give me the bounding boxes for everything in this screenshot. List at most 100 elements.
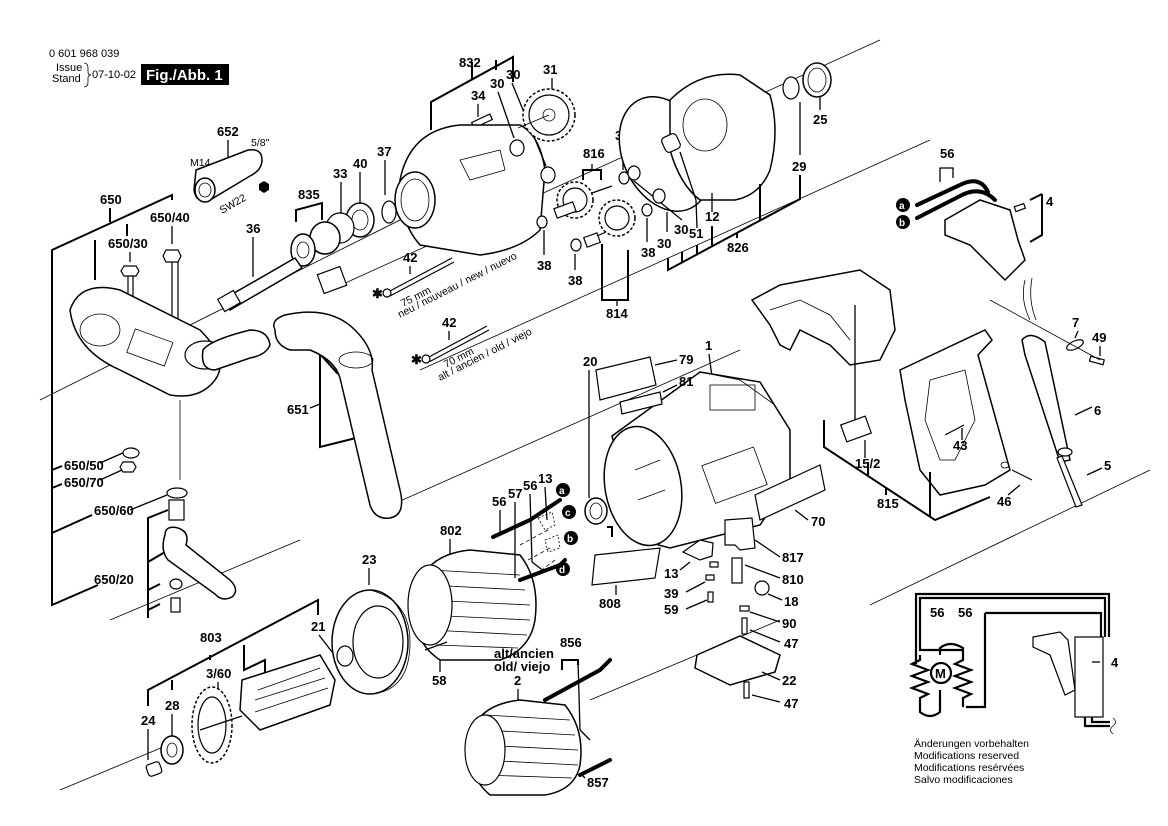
label-57: 57 xyxy=(508,486,522,501)
figure-label: Fig./Abb. 1 xyxy=(146,67,223,84)
label-42-new: 42 xyxy=(403,250,417,265)
label-650-40: 650/40 xyxy=(150,210,190,225)
label-38d: 38 xyxy=(641,245,655,260)
label-651: 651 xyxy=(287,402,309,417)
label-1: 1 xyxy=(705,338,712,353)
cable-guard: 7 49 6 5 xyxy=(989,299,1111,508)
marker-a-2: a xyxy=(559,486,565,497)
label-51: 51 xyxy=(689,226,703,241)
label-30a: 30 xyxy=(490,76,504,91)
size-label: 5/8" xyxy=(251,137,270,149)
label-plate-808 xyxy=(591,547,661,586)
stand-label: Stand xyxy=(52,73,81,85)
label-4: 4 xyxy=(1046,194,1054,209)
wrench-size-label: SW22 xyxy=(218,192,249,217)
field-coil-left-icon xyxy=(908,655,932,700)
marker-d-icon xyxy=(556,562,570,576)
marker-d: d xyxy=(559,565,565,576)
note-fr: Modifications resérvées xyxy=(914,762,1024,774)
label-826: 826 xyxy=(727,240,749,255)
label-814: 814 xyxy=(606,306,628,321)
label-817: 817 xyxy=(782,550,804,565)
marker-b-2: b xyxy=(567,534,573,545)
label-650-60: 650/60 xyxy=(94,503,134,518)
field-coil-right-icon xyxy=(951,655,975,707)
part-number: 0 601 968 039 xyxy=(49,48,119,60)
label-815: 815 xyxy=(877,496,899,511)
label-43: 43 xyxy=(953,438,967,453)
housing-815: 15/2 43 46 815 xyxy=(750,269,1033,522)
note-es: Salvo modificaciones xyxy=(914,774,1013,786)
label-30d: 30 xyxy=(657,236,671,251)
label-810: 810 xyxy=(782,572,804,587)
marker-b-icon xyxy=(896,215,910,229)
label-31: 31 xyxy=(543,62,557,77)
motor-icon xyxy=(929,661,953,685)
label-20: 20 xyxy=(583,354,597,369)
label-650: 650 xyxy=(100,192,122,207)
label-81: 81 xyxy=(679,374,693,389)
marker-b: b xyxy=(899,218,905,229)
label-23: 23 xyxy=(362,552,376,567)
figure-label-box xyxy=(141,64,229,85)
label-30b: 30 xyxy=(506,67,520,82)
label-25: 25 xyxy=(813,112,827,127)
label-12: 12 xyxy=(705,209,719,224)
label-plate-81 xyxy=(619,391,663,415)
star-marker-icon: ✱ xyxy=(372,286,383,301)
label-70: 70 xyxy=(811,514,825,529)
baffle-23: 23 58 xyxy=(331,552,448,695)
old-field-2: alt/ancien old/ viejo 2 856 857 xyxy=(464,635,612,796)
schematic-wire-left: 56 xyxy=(930,605,944,620)
notes: Änderungen vorbehalten Modifications res… xyxy=(914,738,1029,786)
label-plate-79 xyxy=(595,356,657,401)
screw-42-old: 42 ✱ 70 mm alt / ancien / old / viejo xyxy=(411,315,534,384)
label-24: 24 xyxy=(141,713,156,728)
label-36: 36 xyxy=(246,221,260,236)
marker-c-icon xyxy=(562,505,576,519)
label-856: 856 xyxy=(560,635,582,650)
label-29: 29 xyxy=(792,159,806,174)
label-38c: 38 xyxy=(568,273,582,288)
schematic-switch-label: 4 xyxy=(1111,655,1119,670)
label-650-70: 650/70 xyxy=(64,475,104,490)
label-7: 7 xyxy=(1072,315,1079,330)
label-46: 46 xyxy=(997,494,1011,509)
brush-holder-parts: 817 13 810 39 59 18 90 47 22 47 xyxy=(664,517,804,711)
label-47b: 47 xyxy=(784,696,798,711)
schematic-wire-right: 56 xyxy=(958,605,972,620)
star-marker-icon-2: ✱ xyxy=(411,352,422,367)
label-plate-70 xyxy=(754,464,826,521)
label-5: 5 xyxy=(1104,458,1111,473)
marker-a: a xyxy=(899,201,905,212)
thread-label: M14 xyxy=(190,157,211,169)
label-650-20: 650/20 xyxy=(94,572,134,587)
handle-651: 651 xyxy=(201,311,403,519)
gear-housing-832: 832 34 30 30 31 xyxy=(394,55,557,256)
label-40: 40 xyxy=(353,156,367,171)
mains-plug-icon xyxy=(1110,717,1116,735)
label-803: 803 xyxy=(200,630,222,645)
label-2: 2 xyxy=(514,673,521,688)
label-56-switch: 56 xyxy=(940,146,954,161)
motor-label: M xyxy=(935,666,946,681)
spindle-assembly: 37 40 33 835 36 xyxy=(216,144,397,313)
note-en: Modifications reserved xyxy=(914,750,1019,762)
label-39: 39 xyxy=(664,586,678,601)
label-3-60: 3/60 xyxy=(206,666,231,681)
marker-b-icon-2 xyxy=(564,531,578,545)
field-802: 802 a c b d 56 57 56 13 xyxy=(407,471,578,661)
label-808: 808 xyxy=(599,596,621,611)
marker-a-icon-2 xyxy=(556,483,570,497)
label-38b: 38 xyxy=(537,258,551,273)
label-22: 22 xyxy=(782,673,796,688)
issue-date: 07-10-02 xyxy=(92,69,136,81)
label-652: 652 xyxy=(217,124,239,139)
label-832: 832 xyxy=(459,55,481,70)
side-handle-sub-parts: 650/50 650/70 650/60 650/20 xyxy=(51,262,237,618)
label-56a: 56 xyxy=(492,494,506,509)
label-37: 37 xyxy=(377,144,391,159)
label-59: 59 xyxy=(664,602,678,617)
motor-housing-1: 1 79 81 70 20 808 xyxy=(583,338,826,611)
adapter-652: 652 M14 5/8" SW22 xyxy=(190,124,270,217)
